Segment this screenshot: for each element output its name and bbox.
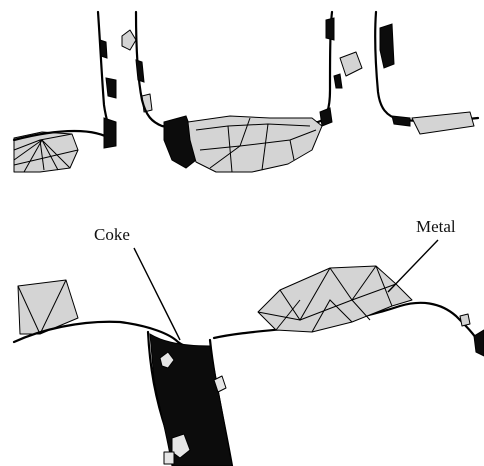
top-right-coke <box>380 24 394 68</box>
bottom-right-coke <box>474 330 484 356</box>
top-center-metal-mass <box>188 116 322 172</box>
metal-label: Metal <box>416 217 456 236</box>
top-left-coke <box>104 118 116 148</box>
bottom-right-metal-cluster <box>258 266 412 332</box>
top-left-wall <box>14 12 112 140</box>
top-panel <box>14 12 478 172</box>
top-small-metal-a <box>122 30 136 50</box>
top-center-wall <box>136 12 332 127</box>
top-mid-metal <box>340 52 362 76</box>
bottom-coke-fill <box>150 334 232 466</box>
top-right-metal <box>412 112 474 134</box>
bottom-panel: Coke Metal <box>14 217 484 466</box>
coke-label: Coke <box>94 225 130 244</box>
bottom-right-small-metal <box>460 314 470 326</box>
metal-leader-line <box>388 240 438 292</box>
